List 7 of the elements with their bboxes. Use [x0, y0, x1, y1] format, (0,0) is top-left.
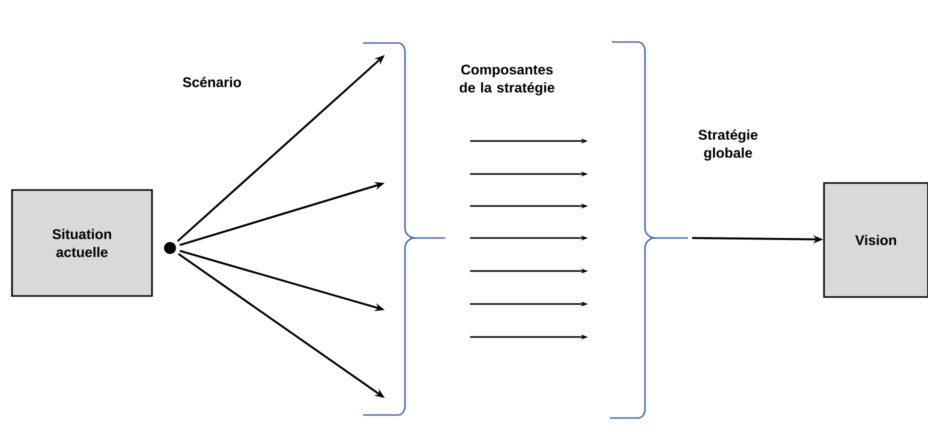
label: Composantes de la stratégie — [460, 64, 554, 96]
curly-bracket — [610, 41, 688, 419]
dot — [164, 242, 176, 254]
label: Scénario — [182, 76, 242, 88]
curly-bracket — [363, 42, 445, 416]
text-box: Situation actuelle — [11, 189, 153, 297]
text-box: Vision — [823, 182, 928, 298]
